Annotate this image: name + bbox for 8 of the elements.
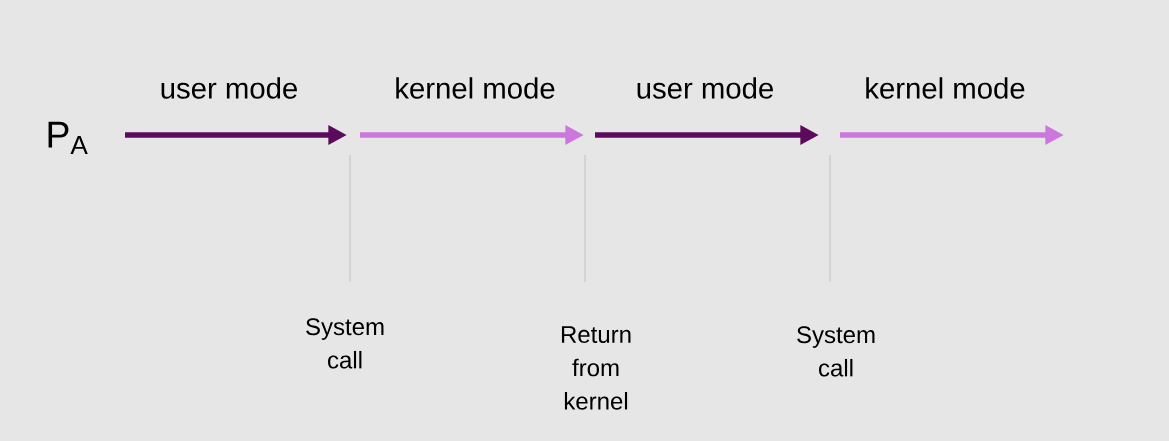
event-label: System call — [306, 318, 384, 369]
mode-label: user mode — [161, 77, 297, 99]
event-label: System call — [797, 326, 875, 377]
mode-label: kernel mode — [866, 77, 1025, 99]
mode-label: user mode — [637, 77, 773, 99]
mode-label: kernel mode — [396, 77, 555, 99]
event-label: Return from kernel — [561, 326, 631, 410]
process-label: P$_{A}$ — [48, 121, 88, 155]
